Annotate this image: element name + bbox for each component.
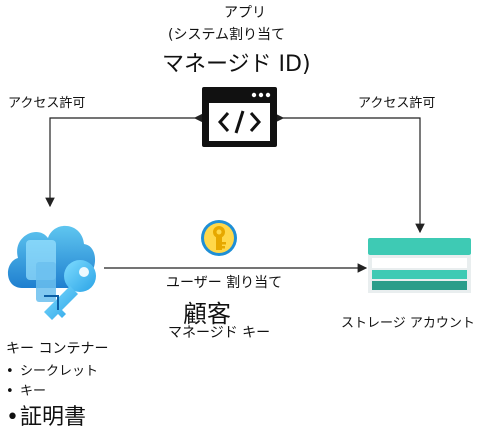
edge-managed-key-label: マネージド キー: [168, 325, 271, 341]
app-title-line3: マネージド ID): [162, 52, 311, 77]
edge-right-access-label: アクセス許可: [358, 96, 436, 111]
list-item-keys: キー: [6, 382, 98, 402]
key-vault-icon: [7, 225, 96, 320]
edge-left-access-label: アクセス許可: [8, 96, 86, 111]
list-item-certificates: 証明書: [6, 402, 98, 434]
edge-user-assigned-label: ユーザー 割り当て: [166, 275, 283, 291]
key-vault-label: キー コンテナー: [6, 341, 109, 357]
edge-left-access: [45, 113, 204, 208]
key-vault-contents-list: シークレット キー 証明書: [6, 362, 98, 434]
edge-customer-label: 顧客: [183, 300, 231, 328]
list-item-secrets: シークレット: [6, 362, 98, 382]
app-title-line2: (システム割り当て: [168, 27, 286, 43]
managed-identity-key-icon: [201, 220, 237, 256]
edge-right-access: [274, 113, 425, 234]
code-window-icon: [202, 87, 277, 147]
app-title-line1: アプリ: [224, 5, 266, 21]
storage-account-icon: [368, 238, 471, 293]
storage-account-label: ストレージ アカウント: [341, 316, 475, 331]
